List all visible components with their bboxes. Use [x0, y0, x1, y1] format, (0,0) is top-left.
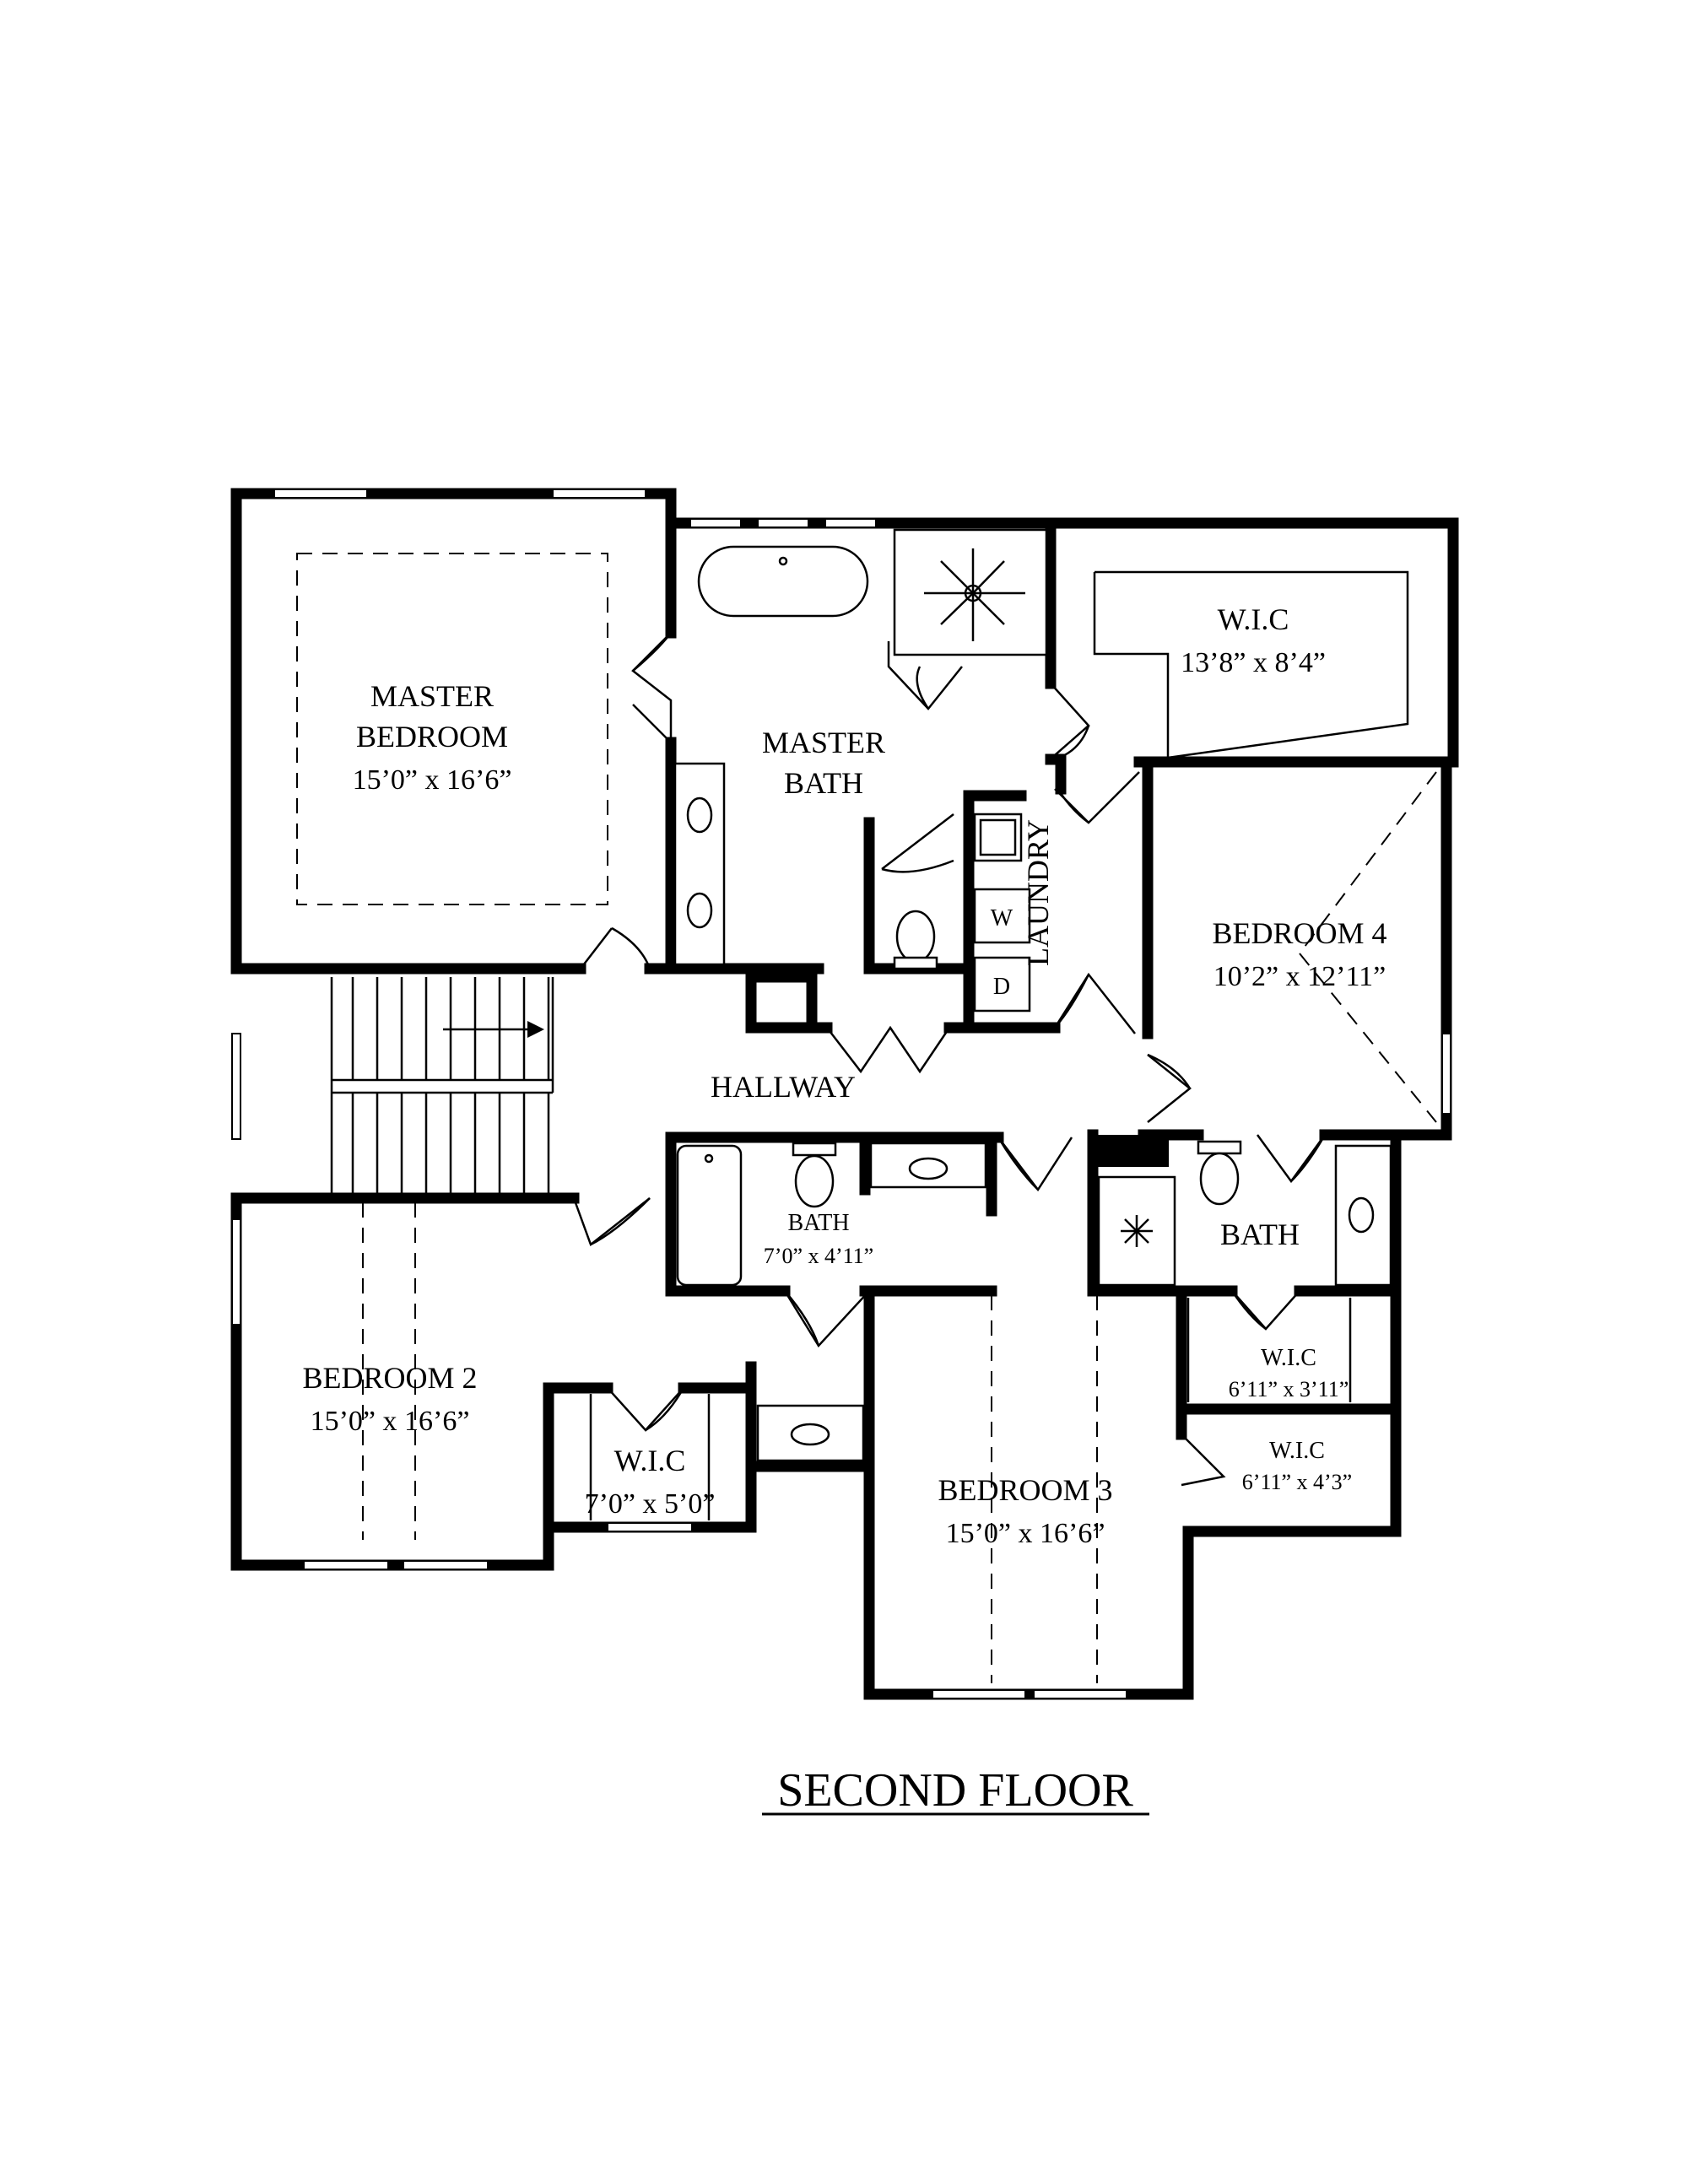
windows [231, 489, 1451, 1699]
hall-bath-label: BATH [787, 1210, 849, 1236]
shower-bath2 [1097, 1175, 1176, 1287]
washer-label: W [991, 905, 1013, 932]
wic-b2-size: 7’0” x 5’0” [585, 1488, 716, 1520]
wic-master-size: 13’8” x 8’4” [1181, 647, 1326, 678]
toilet-hall [792, 1142, 837, 1208]
stair-direction-arrow [443, 1021, 544, 1038]
shower-master [893, 528, 1048, 656]
toilet-master [893, 910, 938, 970]
dryer: D [973, 956, 1031, 1012]
master-bath-label: MASTER [762, 726, 885, 759]
wic-b3a-label: W.I.C [1261, 1345, 1316, 1371]
bathtub-master [697, 545, 869, 618]
dryer-label: D [993, 974, 1010, 1000]
floor-title: SECOND FLOOR [777, 1764, 1133, 1817]
bedroom3-size: 15’0” x 16’6” [946, 1518, 1105, 1549]
laundry-label: LAUNDRY [1021, 819, 1055, 966]
staircase [330, 977, 554, 1194]
structural-column [1089, 1135, 1169, 1167]
bedroom4-label: BEDROOM 4 [1212, 916, 1386, 950]
master-bedroom-label-line2: BEDROOM [356, 720, 508, 753]
master-bedroom-label: MASTER [370, 679, 494, 713]
bedroom4-diagonal-a [1299, 771, 1437, 954]
hall-bath-size: 7’0” x 4’11” [764, 1244, 873, 1268]
closet-shelf-wic-b2 [589, 1394, 711, 1520]
doors [572, 632, 1327, 1487]
hallway-label: HALLWAY [711, 1070, 856, 1104]
vanity-hall [869, 1142, 987, 1189]
closet-shelf-wic-b3a [1186, 1298, 1352, 1402]
vanity-master [673, 762, 726, 966]
bedroom4-diagonal-b [1299, 953, 1437, 1123]
laundry-sink [973, 813, 1023, 862]
bedroom4-size: 10’2” x 12’11” [1213, 961, 1386, 992]
master-bath-label-line2: BATH [784, 766, 863, 800]
bedroom2-label: BEDROOM 2 [302, 1361, 477, 1395]
wic-b3b-size: 6’11” x 4’3” [1242, 1470, 1352, 1494]
master-bedroom-tray-ceiling [296, 553, 608, 905]
vanity-bath2 [1334, 1144, 1392, 1287]
bath2-label: BATH [1220, 1218, 1300, 1251]
bathtub-hall [676, 1144, 743, 1287]
wic-b3a-size: 6’11” x 3’11” [1229, 1377, 1349, 1401]
master-bedroom-size: 15’0” x 16’6” [353, 764, 512, 796]
vanity-bedroom2 [756, 1404, 865, 1462]
wic-master-label: W.I.C [1218, 602, 1289, 636]
toilet-bath2 [1197, 1140, 1242, 1206]
bedroom3-label: BEDROOM 3 [938, 1473, 1112, 1507]
washer: W [973, 888, 1031, 944]
wic-b3b-label: W.I.C [1269, 1438, 1325, 1464]
wic-b2-label: W.I.C [614, 1444, 686, 1477]
bedroom2-size: 15’0” x 16’6” [311, 1406, 470, 1437]
